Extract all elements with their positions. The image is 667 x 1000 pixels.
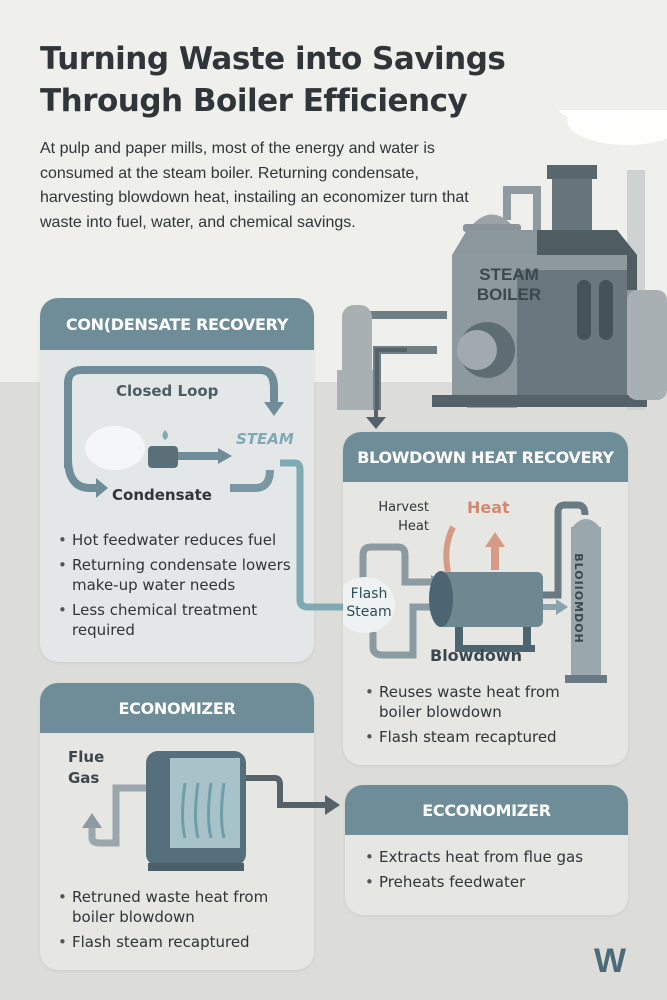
condensate-card-title: CON(DENSATE RECOVERY: [40, 298, 314, 350]
bullet-item: Less chemical treatment required: [58, 600, 308, 640]
intro-paragraph: At pulp and paper mills, most of the ene…: [40, 140, 469, 231]
steam-label: STEAM: [236, 430, 294, 448]
heat-wave-icon: [443, 525, 456, 573]
economizer-bullets: Retruned waste heat from boiler blowdown…: [58, 887, 298, 957]
economizer-card: ECONOMIZER Flue Gas Retruned waste heat …: [40, 683, 340, 970]
boiler-label-line2: BOILER: [477, 285, 541, 304]
condensate-label: Condensate: [112, 486, 212, 504]
heat-label: Heat: [467, 498, 510, 517]
bullet-item: Reuses waste heat from boiler blowdown: [365, 682, 565, 722]
harvest-heat-label: Harvest Heat: [378, 500, 429, 534]
blowdown-card-title: BLOWDOWN HEAT RECOVERY: [343, 432, 628, 482]
bullet-item: Retruned waste heat from boiler blowdown: [58, 887, 298, 927]
steam-boiler-illustration: STEAM BOILER: [337, 110, 667, 410]
ecconomizer-card: ECCONOMIZER Extracts heat from flue gas …: [345, 785, 628, 915]
ecconomizer-bullets: Extracts heat from flue gas Preheats fee…: [365, 847, 615, 897]
bullet-item: Hot feedwater reduces fuel: [58, 530, 308, 550]
blowdown-bullets: Reuses waste heat from boiler blowdown F…: [365, 682, 565, 752]
brand-logo: W: [594, 942, 627, 980]
heat-arrow-icon: [485, 532, 505, 547]
water-drop-icon: [162, 430, 168, 440]
page-title: Turning Waste into Savings Through Boile…: [40, 41, 506, 119]
economizer-diagram: [82, 751, 340, 871]
flue-arrow-icon: [82, 813, 102, 828]
closed-loop-diagram: [64, 366, 284, 498]
closed-loop-label: Closed Loop: [116, 382, 219, 400]
bullet-item: Flash steam recaptured: [365, 727, 565, 747]
condensate-bullets: Hot feedwater reduces fuel Returning con…: [58, 530, 308, 645]
flue-gas-label: Flue Gas: [68, 748, 105, 787]
ecconomizer-card-title: ECCONOMIZER: [345, 785, 628, 835]
economizer-card-title: ECONOMIZER: [40, 683, 314, 733]
tank-label: BLOIIOMDOH: [571, 553, 585, 644]
blowdown-diagram: [343, 501, 607, 683]
steam-pipe: [280, 459, 350, 611]
bullet-item: Flash steam recaptured: [58, 932, 298, 952]
flash-steam-label: Flash Steam: [346, 586, 392, 620]
bullet-item: Preheats feedwater: [365, 872, 615, 892]
bullet-item: Returning condensate lowers make-up wate…: [58, 555, 308, 595]
blowdown-label: Blowdown: [430, 646, 523, 665]
boiler-label-line1: STEAM: [479, 265, 539, 284]
bullet-item: Extracts heat from flue gas: [365, 847, 615, 867]
blowdown-heat-recovery-card: BLOWDOWN HEAT RECOVERY Harvest Heat Heat…: [343, 432, 628, 765]
condensate-recovery-card: CON(DENSATE RECOVERY Closed Loop STEAM C…: [40, 298, 314, 662]
